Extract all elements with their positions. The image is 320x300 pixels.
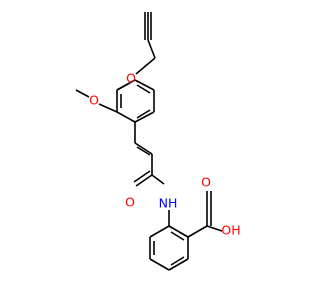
methoxy-oxygen-ring-bond [98, 103, 118, 113]
ring2-double-bond [170, 256, 185, 266]
ch2-ether-oxygen-bond [135, 57, 156, 75]
carbonyl-double-bond-inner [133, 170, 151, 183]
ring2-bond [168, 258, 189, 271]
carbonyl-nitrogen-bond [151, 174, 165, 185]
ring1-bond [116, 79, 136, 91]
structure-canvas: O O O NH O OH [75, 12, 241, 271]
hydroxyl-label: OH [221, 223, 240, 238]
ring2-bond [149, 225, 170, 238]
bond-layer [75, 12, 223, 271]
ring2-bond [149, 258, 170, 271]
vinyl-double-bond-inner [136, 146, 151, 156]
amide-oxygen-label: O [125, 195, 135, 210]
carboxyl-oh-bond [206, 225, 223, 232]
ring1-bond [134, 79, 155, 91]
methoxy-methyl-bond [75, 89, 90, 98]
amide-nh-label: NH [159, 196, 178, 211]
ring-carboxyl-bond [187, 225, 208, 238]
ring2-bond [168, 225, 189, 238]
ring1-bond [134, 111, 155, 123]
vinyl-double-bond [134, 142, 153, 155]
ring1-double-bond [136, 84, 151, 94]
propargyl-ch2-bond [147, 39, 156, 59]
ether-oxygen-label: O [126, 71, 136, 86]
acid-oxygen-label: O [201, 175, 211, 190]
ring1-double-bond [136, 109, 151, 119]
carbonyl-double-bond [135, 174, 153, 187]
atom-label-layer: O O O NH O OH [89, 71, 241, 238]
methoxy-oxygen-label: O [89, 93, 99, 108]
ring1-bond [116, 111, 136, 123]
ring2-double-bond [170, 231, 185, 241]
